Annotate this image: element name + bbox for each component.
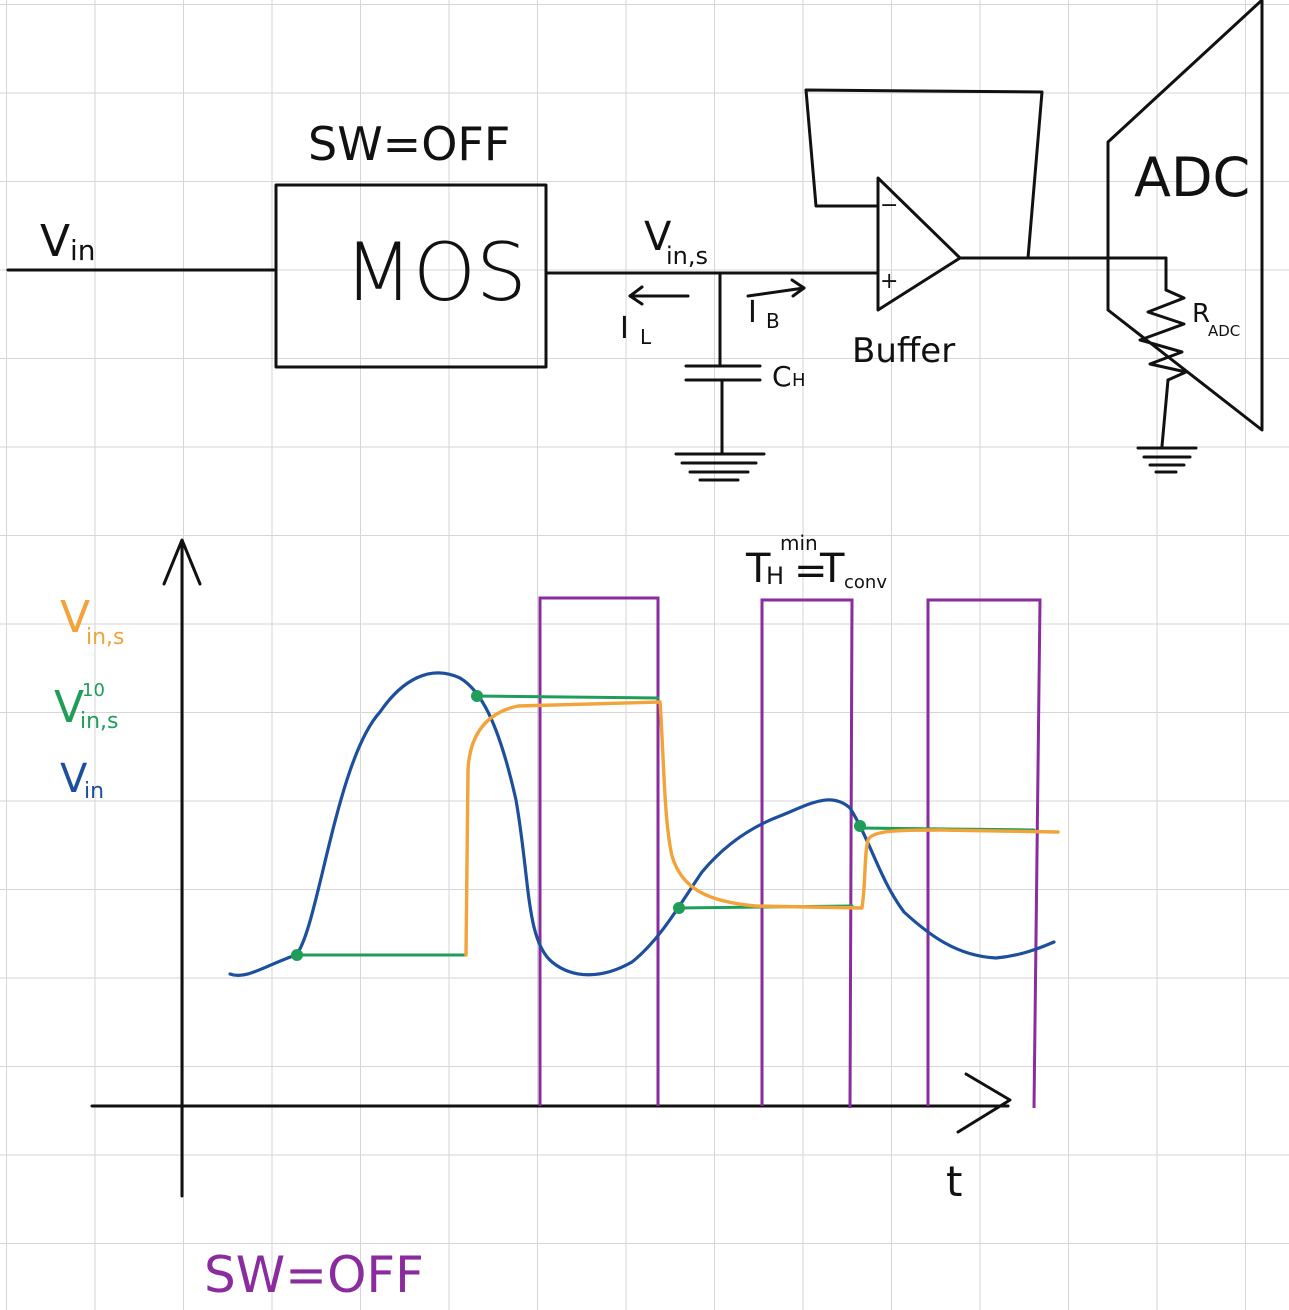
switch-off-window-1 (538, 596, 660, 1106)
adc-resistor (1138, 288, 1188, 382)
switch-state-top: SW=OFF (308, 117, 510, 171)
ground-symbol-adc (1136, 446, 1198, 474)
legend-vin-name: V (60, 756, 88, 802)
legend: V in,s V 10 in,s V in (54, 592, 125, 804)
legend-vins10: V 10 in,s (54, 680, 119, 734)
node-label-sub: in,s (666, 242, 708, 270)
adc-ground-lead (1160, 378, 1170, 448)
y-axis-arrow (162, 538, 202, 586)
node-label: V (644, 214, 672, 260)
adc-label: ADC (1134, 146, 1250, 209)
adc-resistor-label: R (1192, 299, 1210, 329)
sample-point-1 (291, 949, 303, 961)
adc-block (1106, 0, 1264, 432)
legend-vins-name: V (60, 592, 90, 643)
legend-vin-sub: in (84, 779, 104, 804)
legend-vin: V in (60, 756, 104, 804)
feedback-wire (804, 88, 1044, 260)
x-axis-arrow (956, 1072, 1012, 1134)
leak-current-arrow (628, 285, 690, 306)
vin-curve (228, 671, 1056, 977)
hold-time-annotation: T H min = T conv (745, 531, 887, 594)
opamp-minus: − (880, 193, 898, 218)
switch-off-window-2 (760, 598, 854, 1109)
hold-capacitor (684, 271, 762, 454)
opamp-plus: + (880, 269, 898, 294)
adc-resistor-sub: ADC (1208, 322, 1240, 340)
timing-diagram: t V in,s V 10 in,s V in T H min = T con (54, 531, 1060, 1304)
legend-vins-sub: in,s (86, 625, 125, 650)
vins-curve (464, 700, 1060, 957)
leak-current-sub: L (640, 325, 652, 349)
mos-label: MOS (344, 226, 527, 319)
buffer-current-label: I (748, 295, 757, 330)
buffer-current-arrow (746, 278, 806, 298)
legend-vins10-sub: in,s (80, 709, 119, 734)
buffer-label: Buffer (852, 331, 955, 371)
capacitor-label: C (772, 360, 792, 393)
legend-vins: V in,s (60, 592, 125, 650)
capacitor-sub: H (792, 370, 806, 391)
legend-vins10-sup: 10 (82, 680, 105, 701)
buffer-current-sub: B (766, 309, 780, 333)
sample-point-2 (471, 690, 483, 702)
annotation-t-sub: H (766, 562, 784, 590)
sample-point-4 (854, 820, 866, 832)
leak-current-label: I (620, 311, 629, 346)
switch-state-footer: SW=OFF (204, 1246, 424, 1304)
annotation-tconv-sub: conv (844, 572, 887, 593)
input-label-sub: in (70, 234, 96, 267)
sample-points (291, 690, 866, 961)
vins10-curve (294, 694, 1036, 957)
buffer-opamp (876, 176, 962, 312)
input-label: V (40, 216, 70, 267)
annotation-eq: = (794, 548, 828, 594)
legend-vins10-name: V (54, 682, 84, 733)
switch-off-windows (538, 596, 1042, 1109)
circuit-schematic: V in MOS SW=OFF V in,s I L I B C (6, 0, 1264, 482)
annotation-tconv: T (819, 546, 845, 592)
x-axis-label: t (946, 1157, 962, 1206)
annotation-t: T (745, 546, 771, 592)
switch-off-window-3 (926, 598, 1042, 1109)
mos-switch-block (274, 183, 548, 369)
sample-point-3 (673, 902, 685, 914)
annotation-t-sup: min (780, 531, 818, 555)
ground-symbol-capacitor (674, 452, 766, 482)
